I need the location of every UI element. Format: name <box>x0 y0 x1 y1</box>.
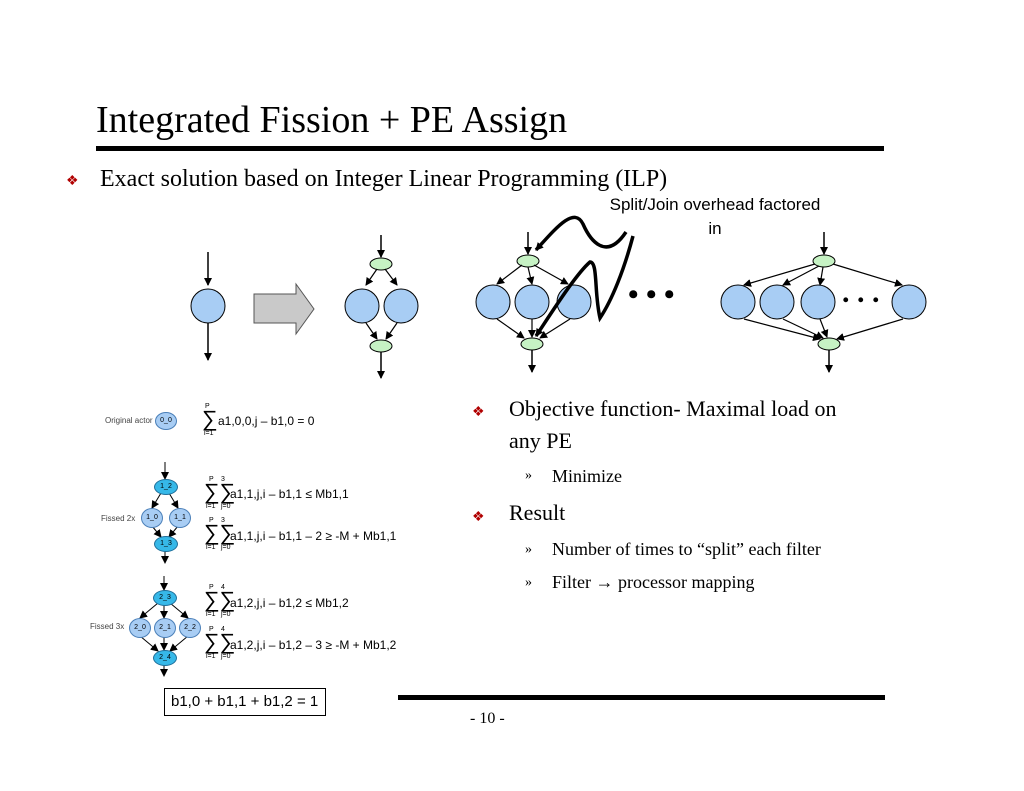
diamond-bullet-icon: ❖ <box>472 510 485 525</box>
raquo-bullet-icon: » <box>525 468 532 483</box>
sum-limit-j0: j=0 <box>221 653 231 660</box>
sum-limit-i1: i=1 <box>206 503 216 510</box>
single-actor-graph <box>190 252 226 361</box>
sum-limit-i1: i=1 <box>206 544 216 551</box>
ilp-node-2-3: 2_3 <box>153 590 177 606</box>
ilp-eq-1: a1,0,0,j – b1,0 = 0 <box>218 414 315 428</box>
footer-rule <box>398 695 885 700</box>
sigma-icon: ∑∑ <box>204 629 236 654</box>
title-underline <box>96 146 884 151</box>
sum-limit-i1: i=1 <box>204 430 214 437</box>
sum-limit-i1: i=1 <box>206 611 216 618</box>
sum-limit-P-2: P <box>209 476 214 483</box>
diamond-bullet-icon: ❖ <box>66 174 79 189</box>
sum-limit-j0: j=0 <box>221 544 231 551</box>
diamond-bullet-icon: ❖ <box>472 405 485 420</box>
ilp-node-2-4: 2_4 <box>153 650 177 666</box>
ilp-3x-edges <box>139 576 189 677</box>
ilp-eq-2: a1,1,j,i – b1,1 ≤ Mb1,1 <box>230 487 349 501</box>
sigma-icon: ∑∑ <box>204 587 236 612</box>
objective-function-text: Objective function- Maximal load on any … <box>509 393 929 457</box>
sum-limit-3: 3 <box>221 476 225 483</box>
ilp-node-2-0: 2_0 <box>129 618 151 638</box>
sum-constraint-box: b1,0 + b1,1 + b1,2 = 1 <box>164 688 326 716</box>
objective-line-1: Objective function- Maximal load on <box>509 396 837 421</box>
label-fissed-2x: Fissed 2x <box>101 514 136 523</box>
label-original-actor: Original actor <box>105 416 153 425</box>
sum-limit-P-3: P <box>209 517 214 524</box>
sum-limit-j0: j=0 <box>221 503 231 510</box>
sum-limit-j0: j=0 <box>221 611 231 618</box>
raquo-bullet-icon: » <box>525 542 532 557</box>
ilp-eq-5: a1,2,j,i – b1,2 – 3 ≥ -M + Mb1,2 <box>230 638 397 652</box>
sum-limit-P: P <box>205 403 210 410</box>
sum-limit-4: 4 <box>221 584 225 591</box>
sub-split-count: Number of times to “split” each filter <box>552 539 821 559</box>
ilp-eq-4: a1,2,j,i – b1,2 ≤ Mb1,2 <box>230 596 349 610</box>
ilp-node-1-0: 1_0 <box>141 508 163 528</box>
ilp-node-1-1: 1_1 <box>169 508 191 528</box>
ellipsis-dots: • • • <box>628 278 675 311</box>
result-text: Result <box>509 500 566 525</box>
main-bullet-text: Exact solution based on Integer Linear P… <box>100 166 668 192</box>
sigma-icon: ∑ <box>202 406 218 431</box>
ellipsis-dots-2: . . . <box>842 276 880 309</box>
fissed-nx-graph <box>720 232 927 373</box>
page-number: - 10 - <box>470 710 505 727</box>
sum-limit-3: 3 <box>221 517 225 524</box>
sub-minimize: Minimize <box>552 466 622 486</box>
ilp-eq-3: a1,1,j,i – b1,1 – 2 ≥ -M + Mb1,1 <box>230 529 397 543</box>
ilp-2x-edges <box>151 462 179 564</box>
slide-title: Integrated Fission + PE Assign <box>96 99 568 141</box>
sum-limit-P-5: P <box>209 626 214 633</box>
raquo-bullet-icon: » <box>525 575 532 590</box>
ilp-node-0-0: 0_0 <box>155 412 177 430</box>
ilp-node-1-3: 1_3 <box>154 536 178 552</box>
ilp-node-2-1: 2_1 <box>154 618 176 638</box>
fissed-2x-graph <box>344 235 419 379</box>
objective-line-2: any PE <box>509 428 572 453</box>
ilp-node-1-2: 1_2 <box>154 479 178 495</box>
sigma-icon: ∑∑ <box>204 520 236 545</box>
fissed-3x-graph <box>475 232 592 373</box>
sigma-icon: ∑∑ <box>204 479 236 504</box>
split-join-callout: Split/Join overhead factored in <box>609 195 821 238</box>
ilp-node-2-2: 2_2 <box>179 618 201 638</box>
label-fissed-3x: Fissed 3x <box>90 622 125 631</box>
sum-limit-4: 4 <box>221 626 225 633</box>
transform-arrow-icon <box>253 282 315 336</box>
sum-limit-i1: i=1 <box>206 653 216 660</box>
callout-arrow-to-join <box>534 235 635 337</box>
sum-limit-P-4: P <box>209 584 214 591</box>
callout-arrow-to-split <box>534 215 628 252</box>
sub-processor-mapping: Filter → processor mapping <box>552 572 755 592</box>
